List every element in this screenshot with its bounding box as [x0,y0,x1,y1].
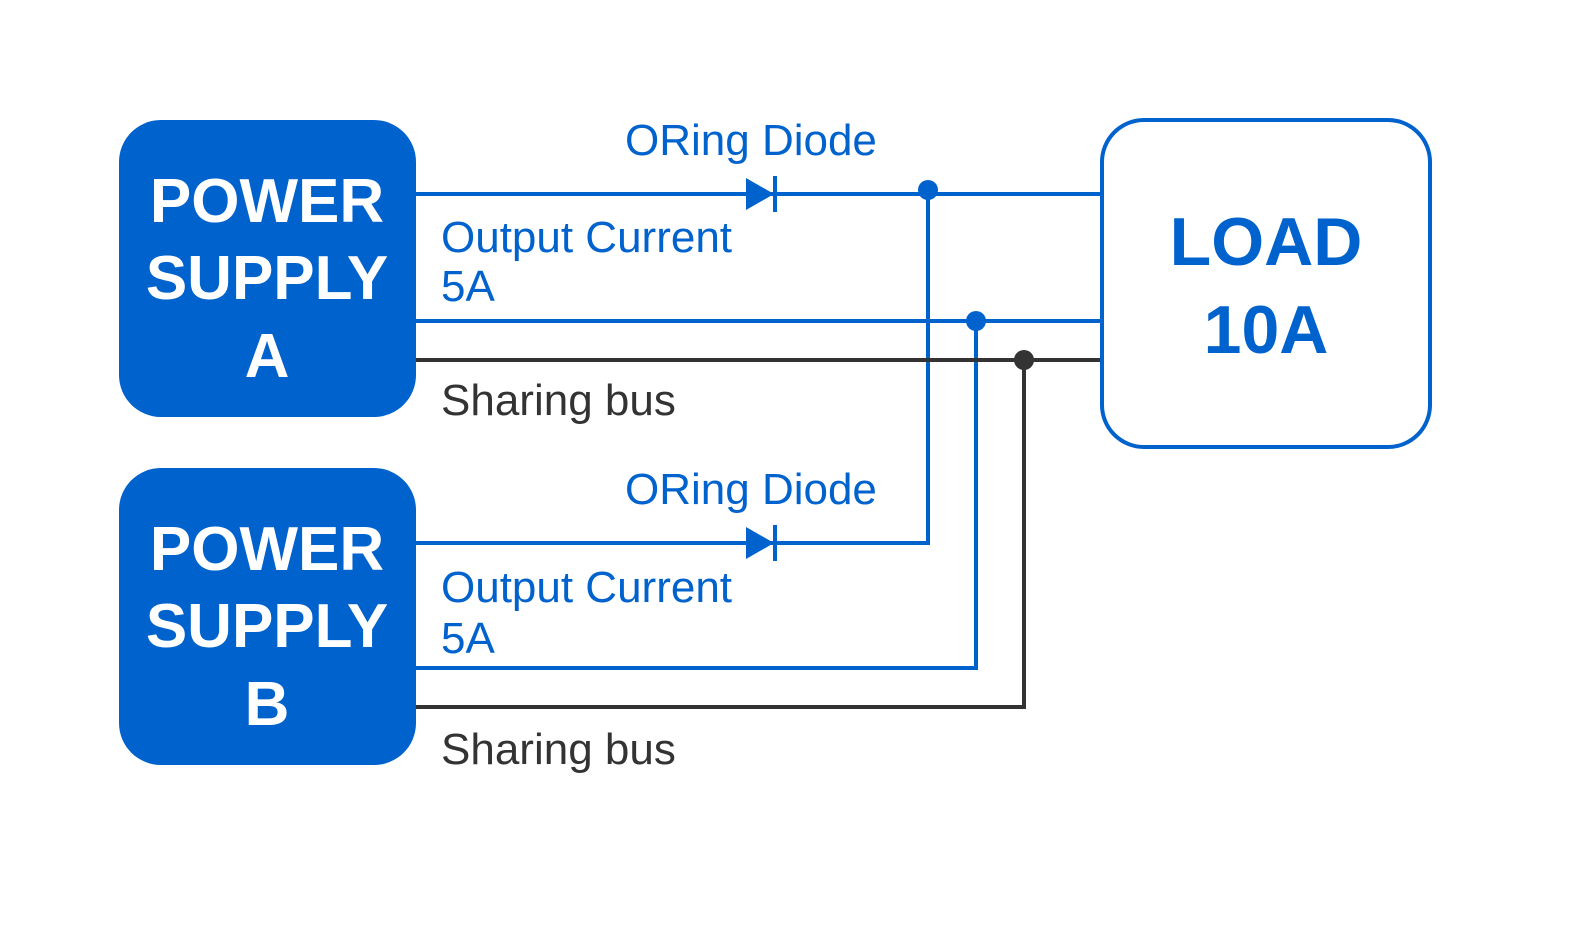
oring-junction-dot [918,180,938,200]
path-b-current-label: Output Current [441,563,732,612]
load-line1: LOAD [1170,204,1363,280]
current-junction-dot [966,311,986,331]
power-supply-a: POWER SUPPLY A [119,120,416,417]
path-b-current-value: 5A [441,614,495,663]
power-supply-a-line3: A [245,322,290,391]
power-supply-b-line3: B [245,670,290,739]
load-box [1100,118,1432,449]
path-a-current-value: 5A [441,262,495,311]
supply-b-current-line [416,321,978,670]
power-supply-b-line1: POWER [150,515,384,584]
path-a-diode-label: ORing Diode [625,116,877,165]
diode-b-icon [746,525,777,561]
load-line2: 10A [1204,292,1329,368]
power-supply-a-line1: POWER [150,167,384,236]
diode-a-icon [746,176,777,212]
power-supply-b-line2: SUPPLY [146,592,388,661]
path-b-diode-label: ORing Diode [625,465,877,514]
supply-b-oring-line [416,190,930,545]
bus-junction-dot [1014,350,1034,370]
path-a-bus-label: Sharing bus [441,376,676,425]
path-a-current-label: Output Current [441,213,732,262]
supply-b-sharing-bus [416,360,1026,709]
power-supply-a-line2: SUPPLY [146,244,388,313]
load: LOAD 10A [1100,118,1432,449]
path-b-bus-label: Sharing bus [441,725,676,774]
power-supply-b: POWER SUPPLY B [119,468,416,765]
current-wires [416,319,1102,670]
sharing-bus-wires [416,358,1102,709]
power-supply-b-box [119,468,416,765]
power-supply-a-box [119,120,416,417]
